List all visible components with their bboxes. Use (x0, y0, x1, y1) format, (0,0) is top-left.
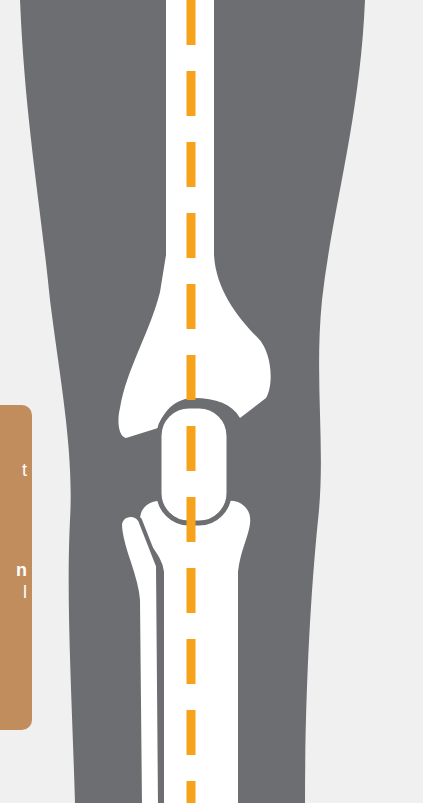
callout-panel: t nl (0, 405, 32, 730)
callout-text: n (16, 559, 27, 581)
callout-text: t (22, 459, 27, 481)
mechanical-axis (187, 0, 196, 803)
leg-silhouette (20, 0, 365, 803)
fibula-bone (120, 515, 160, 803)
callout-text: l (23, 581, 27, 603)
